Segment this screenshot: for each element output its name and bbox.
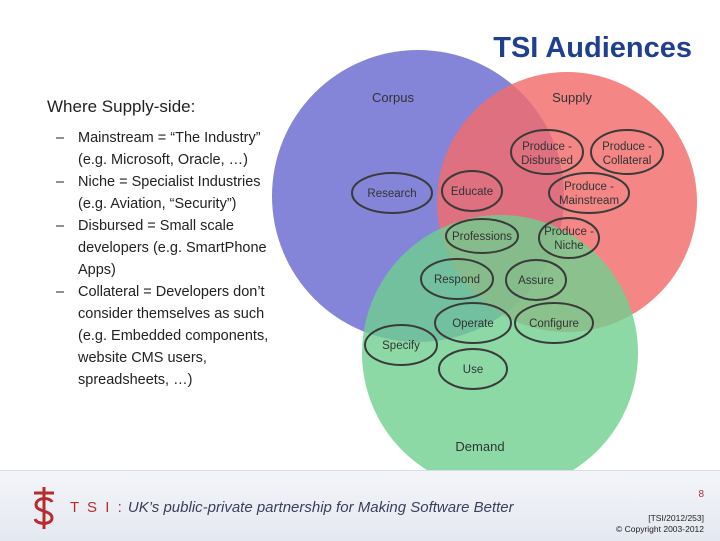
- produce-niche-label-1: Produce -: [544, 226, 594, 238]
- research-node: [351, 172, 433, 214]
- produce-mainstream-label-2: Mainstream: [559, 195, 619, 207]
- produce-disbursed-node: [510, 129, 584, 175]
- slide-title: TSI Audiences: [493, 32, 692, 64]
- dash: –: [56, 130, 65, 146]
- produce-niche-node: [538, 217, 600, 259]
- bullet-collateral: –Collateral = Developers don’t consider …: [56, 281, 276, 391]
- produce-niche-label-2: Niche: [554, 240, 583, 252]
- bullet-text: Mainstream = “The Industry” (e.g. Micros…: [78, 130, 261, 168]
- demand-circle: [362, 215, 638, 470]
- footer-tagline: T S I : UK’s public-private partnership …: [70, 499, 514, 516]
- use-label: Use: [463, 364, 483, 376]
- page-number: 8: [698, 489, 704, 500]
- produce-disbursed-label-1: Produce -: [522, 141, 572, 153]
- respond-node: [420, 258, 494, 300]
- reference-code: [TSI/2012/253]: [648, 513, 704, 523]
- tsi-logo-icon: [33, 487, 54, 529]
- operate-label: Operate: [452, 318, 494, 330]
- bullet-text: Niche = Specialist Industries (e.g. Avia…: [78, 174, 261, 212]
- supply-label: Supply: [552, 90, 592, 105]
- configure-label: Configure: [529, 318, 579, 330]
- bullet-list: –Mainstream = “The Industry” (e.g. Micro…: [56, 127, 276, 391]
- produce-disbursed-label-2: Disbursed: [521, 155, 573, 167]
- educate-label: Educate: [451, 186, 493, 198]
- use-node: [438, 348, 508, 390]
- educate-node: [441, 170, 503, 212]
- assure-node: [505, 259, 567, 301]
- corpus-label: Corpus: [372, 90, 414, 105]
- intro-text: Where Supply-side:: [47, 97, 196, 116]
- professions-label: Professions: [452, 231, 512, 243]
- footer-brand: T S I :: [70, 499, 124, 516]
- footer-reference: [TSI/2012/253] © Copyright 2003-2012: [616, 513, 704, 535]
- dash: –: [56, 218, 65, 234]
- bullet-niche: –Niche = Specialist Industries (e.g. Avi…: [56, 171, 276, 215]
- assure-label: Assure: [518, 275, 554, 287]
- bullet-mainstream: –Mainstream = “The Industry” (e.g. Micro…: [56, 127, 276, 171]
- circles: [272, 50, 697, 470]
- dash: –: [56, 174, 65, 190]
- bullet-text: Disbursed = Small scale developers (e.g.…: [78, 218, 267, 278]
- specify-label: Specify: [382, 340, 420, 352]
- specify-node: [364, 324, 438, 366]
- node-outlines: [351, 129, 664, 390]
- demand-label: Demand: [455, 439, 504, 454]
- produce-mainstream-label-1: Produce -: [564, 181, 614, 193]
- produce-collateral-label-2: Collateral: [603, 155, 652, 167]
- node-labels: Research Educate Professions Produce - D…: [367, 141, 652, 376]
- bullet-disbursed: –Disbursed = Small scale developers (e.g…: [56, 215, 276, 281]
- produce-mainstream-node: [548, 172, 630, 214]
- venn-diagram: Corpus Supply Demand Research Educate Pr…: [272, 50, 697, 470]
- circle-labels: Corpus Supply Demand: [372, 90, 592, 454]
- operate-node: [434, 302, 512, 344]
- footer-tagline-text: UK’s public-private partnership for Maki…: [123, 499, 514, 516]
- produce-collateral-node: [590, 129, 664, 175]
- research-label: Research: [367, 188, 416, 200]
- footer: T S I : UK’s public-private partnership …: [0, 470, 720, 541]
- professions-node: [445, 218, 519, 254]
- dash: –: [56, 284, 65, 300]
- bullet-text: Collateral = Developers don’t consider t…: [78, 284, 269, 388]
- copyright-text: © Copyright 2003-2012: [615, 524, 704, 534]
- respond-label: Respond: [434, 274, 480, 286]
- configure-node: [514, 302, 594, 344]
- produce-collateral-label-1: Produce -: [602, 141, 652, 153]
